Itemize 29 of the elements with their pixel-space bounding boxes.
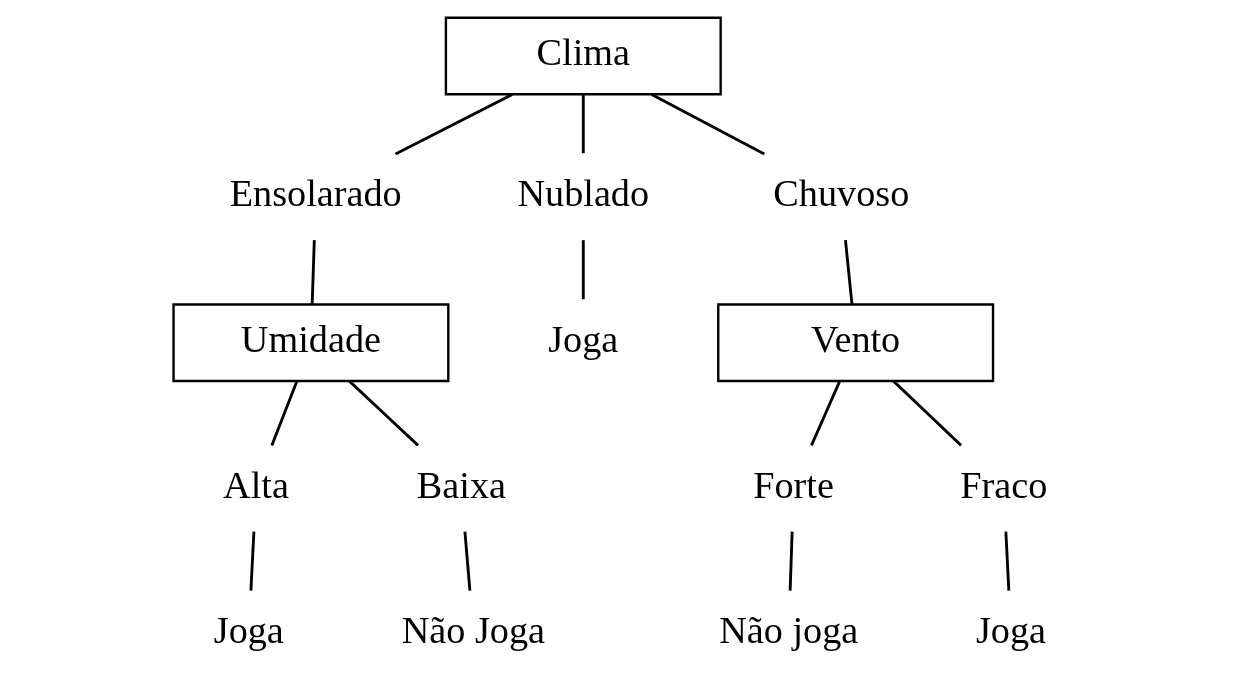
connector <box>310 240 316 304</box>
node-box: Vento <box>717 303 995 383</box>
node-box: Umidade <box>172 303 450 383</box>
node-text: Ensolarado <box>229 172 402 215</box>
node-text: Não joga <box>719 609 859 652</box>
connector <box>810 380 841 446</box>
node-text: Chuvoso <box>773 172 910 215</box>
connector <box>581 94 585 154</box>
connector <box>270 380 299 446</box>
node-text: Baixa <box>416 463 507 506</box>
connector <box>1004 531 1011 591</box>
connector <box>348 380 419 447</box>
node-text: Não Joga <box>401 609 546 652</box>
node-text: Nublado <box>517 172 650 215</box>
connector <box>463 531 472 591</box>
node-text: Joga <box>548 317 619 360</box>
connector <box>892 380 963 447</box>
node-text: Alta <box>223 463 289 506</box>
connector <box>581 240 585 300</box>
node-text: Fraco <box>960 463 1048 506</box>
node-box: Clima <box>444 16 722 96</box>
node-text: Forte <box>753 463 834 506</box>
connector <box>651 93 765 156</box>
node-text: Joga <box>213 609 284 652</box>
node-text: Joga <box>975 609 1046 652</box>
connector <box>394 93 513 156</box>
connector <box>844 240 854 305</box>
connector <box>249 531 256 591</box>
connector <box>788 531 794 591</box>
